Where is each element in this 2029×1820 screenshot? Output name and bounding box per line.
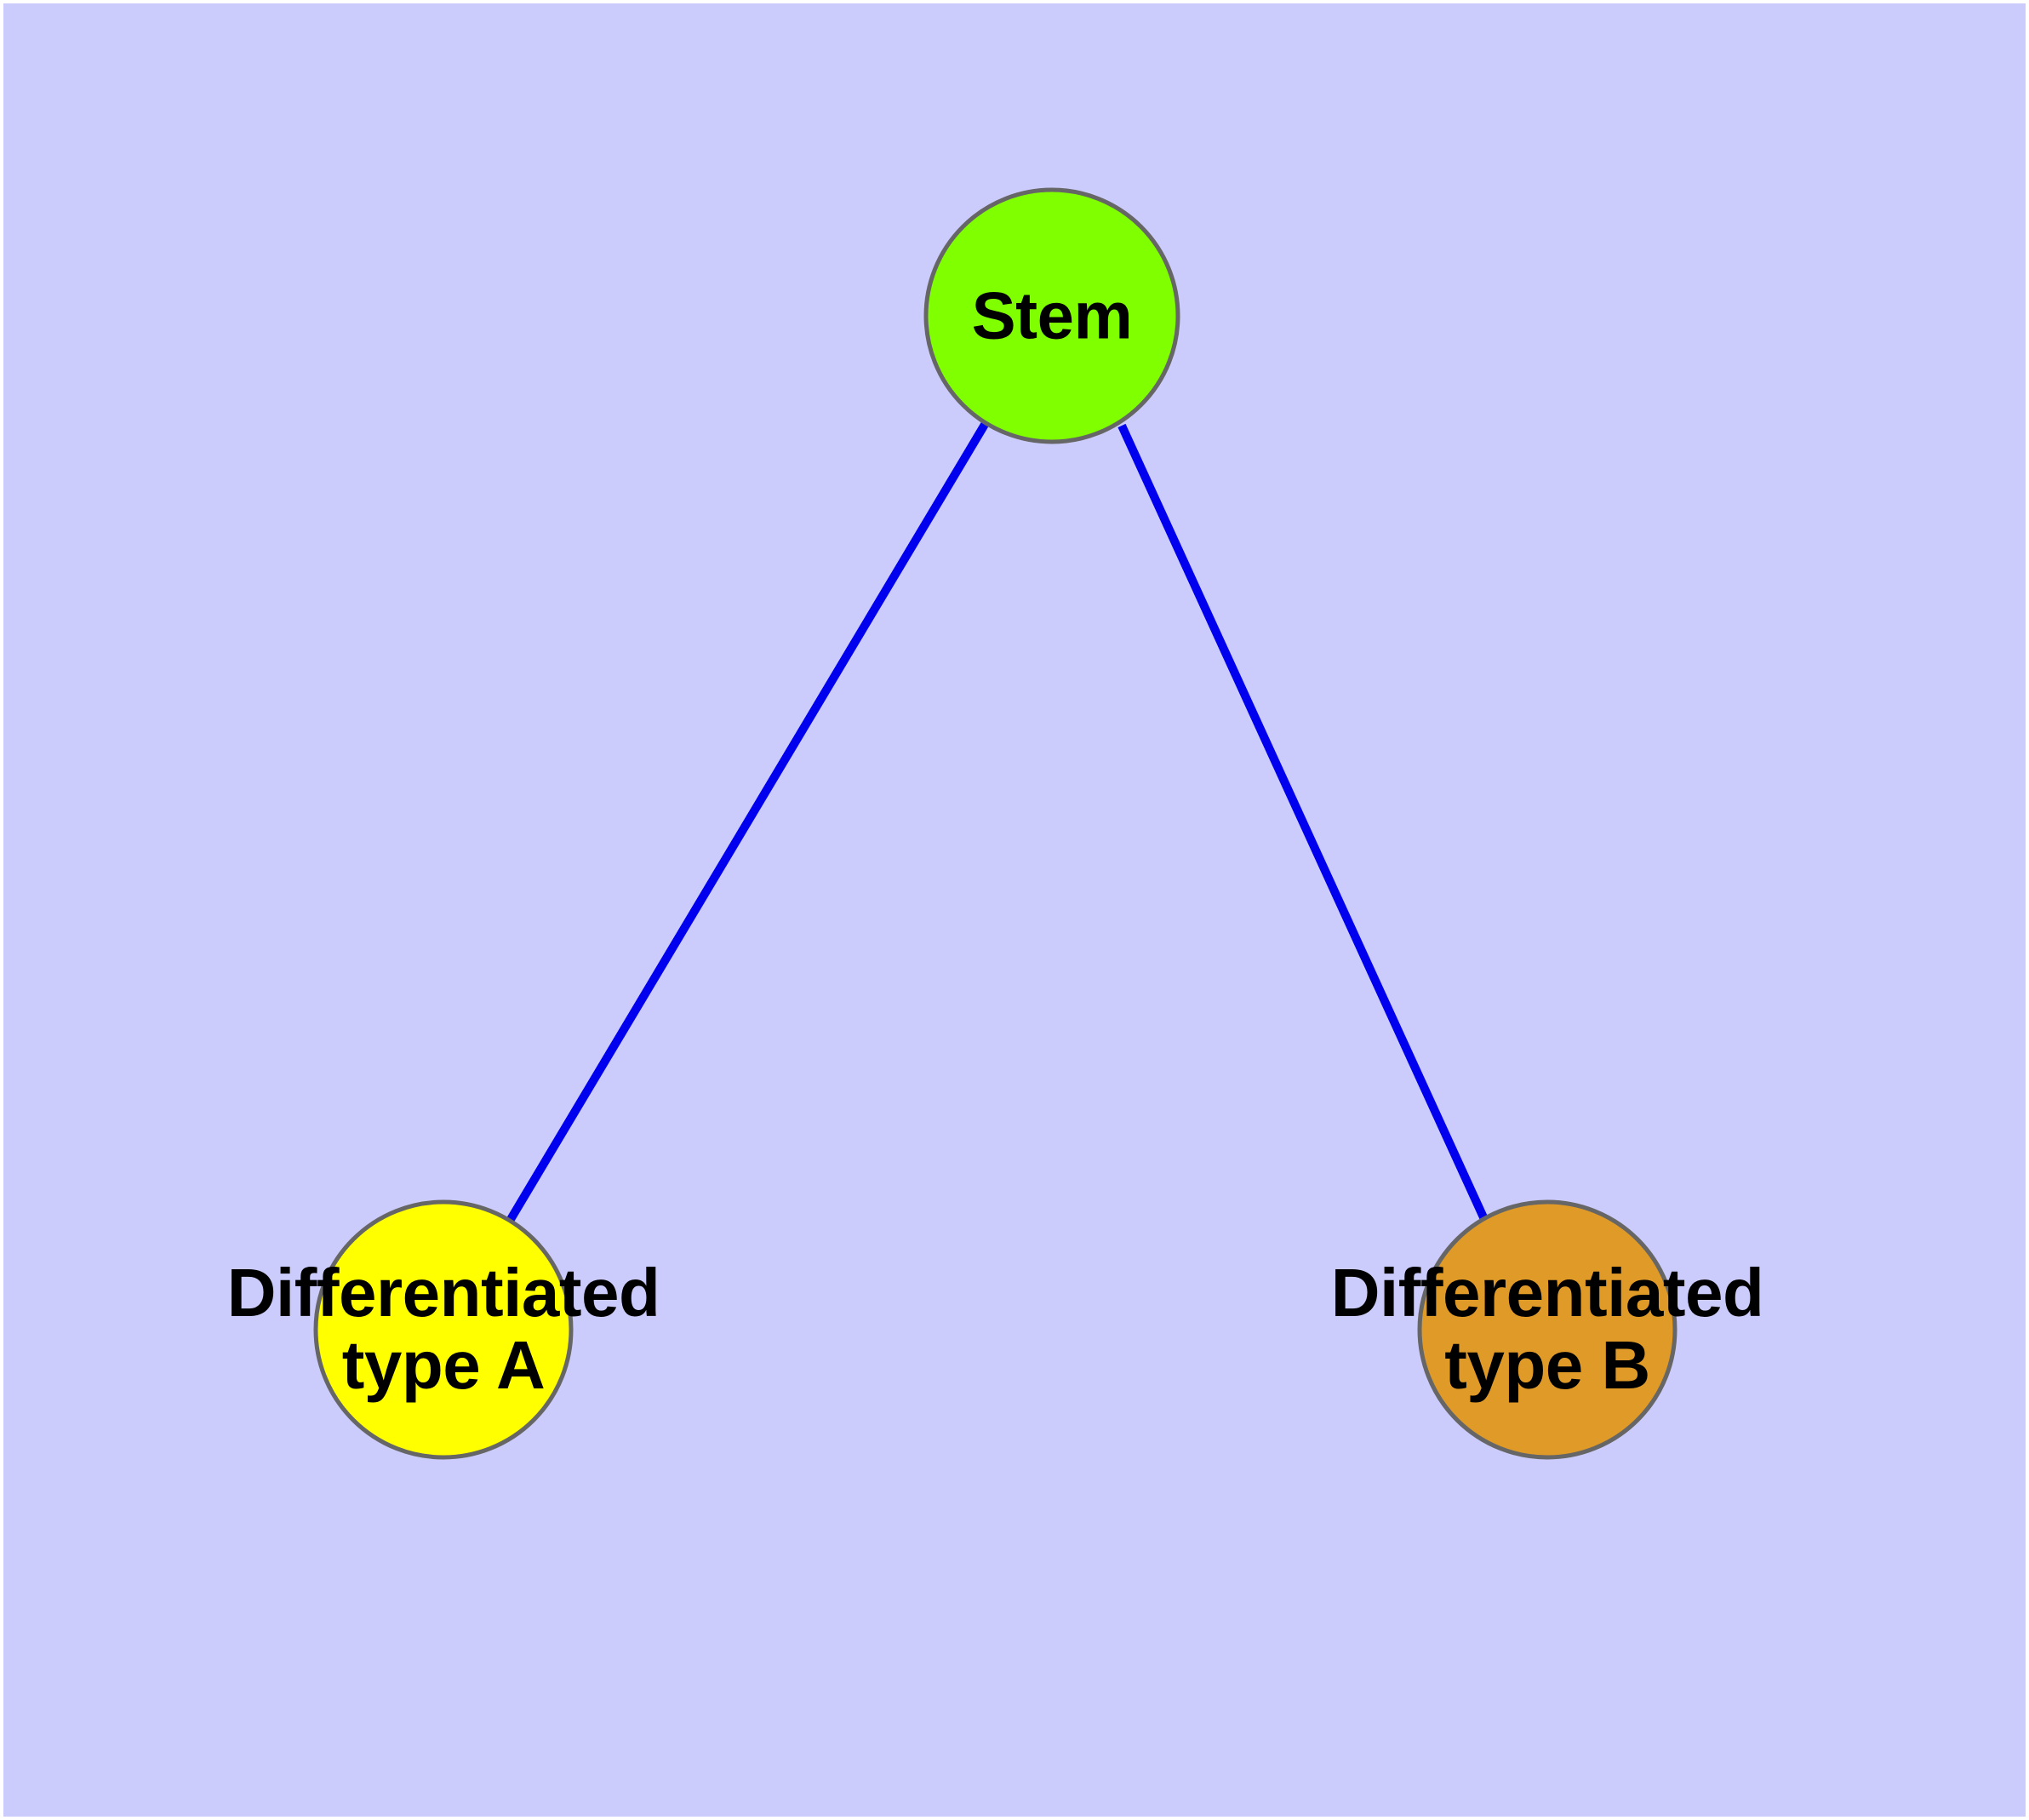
edge-group <box>506 421 1488 1223</box>
node-stem[interactable] <box>923 187 1180 444</box>
edge-stem-to-type-a[interactable] <box>506 421 990 1223</box>
node-type-b[interactable] <box>1417 1199 1677 1460</box>
node-group <box>313 187 1677 1460</box>
node-type-a[interactable] <box>313 1199 574 1460</box>
edge-stem-to-type-b[interactable] <box>1117 423 1488 1220</box>
